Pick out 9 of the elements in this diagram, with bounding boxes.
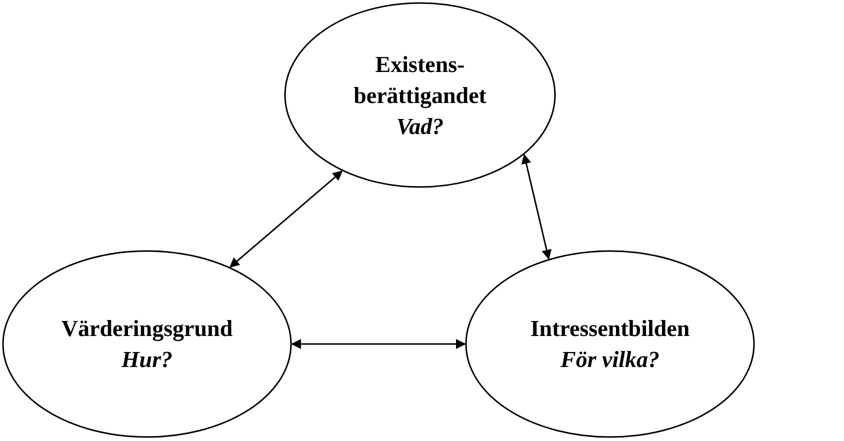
node-title: Värderingsgrund — [61, 315, 233, 344]
node-title: Existens- berättigandet — [354, 50, 486, 110]
double-arrow — [229, 170, 343, 268]
node-question: Hur? — [121, 346, 173, 374]
node-question: För vilka? — [560, 346, 660, 374]
double-arrow — [521, 154, 552, 260]
node-question: Vad? — [396, 112, 444, 140]
double-arrow — [291, 339, 466, 349]
node-title: Intressentbilden — [530, 315, 690, 343]
